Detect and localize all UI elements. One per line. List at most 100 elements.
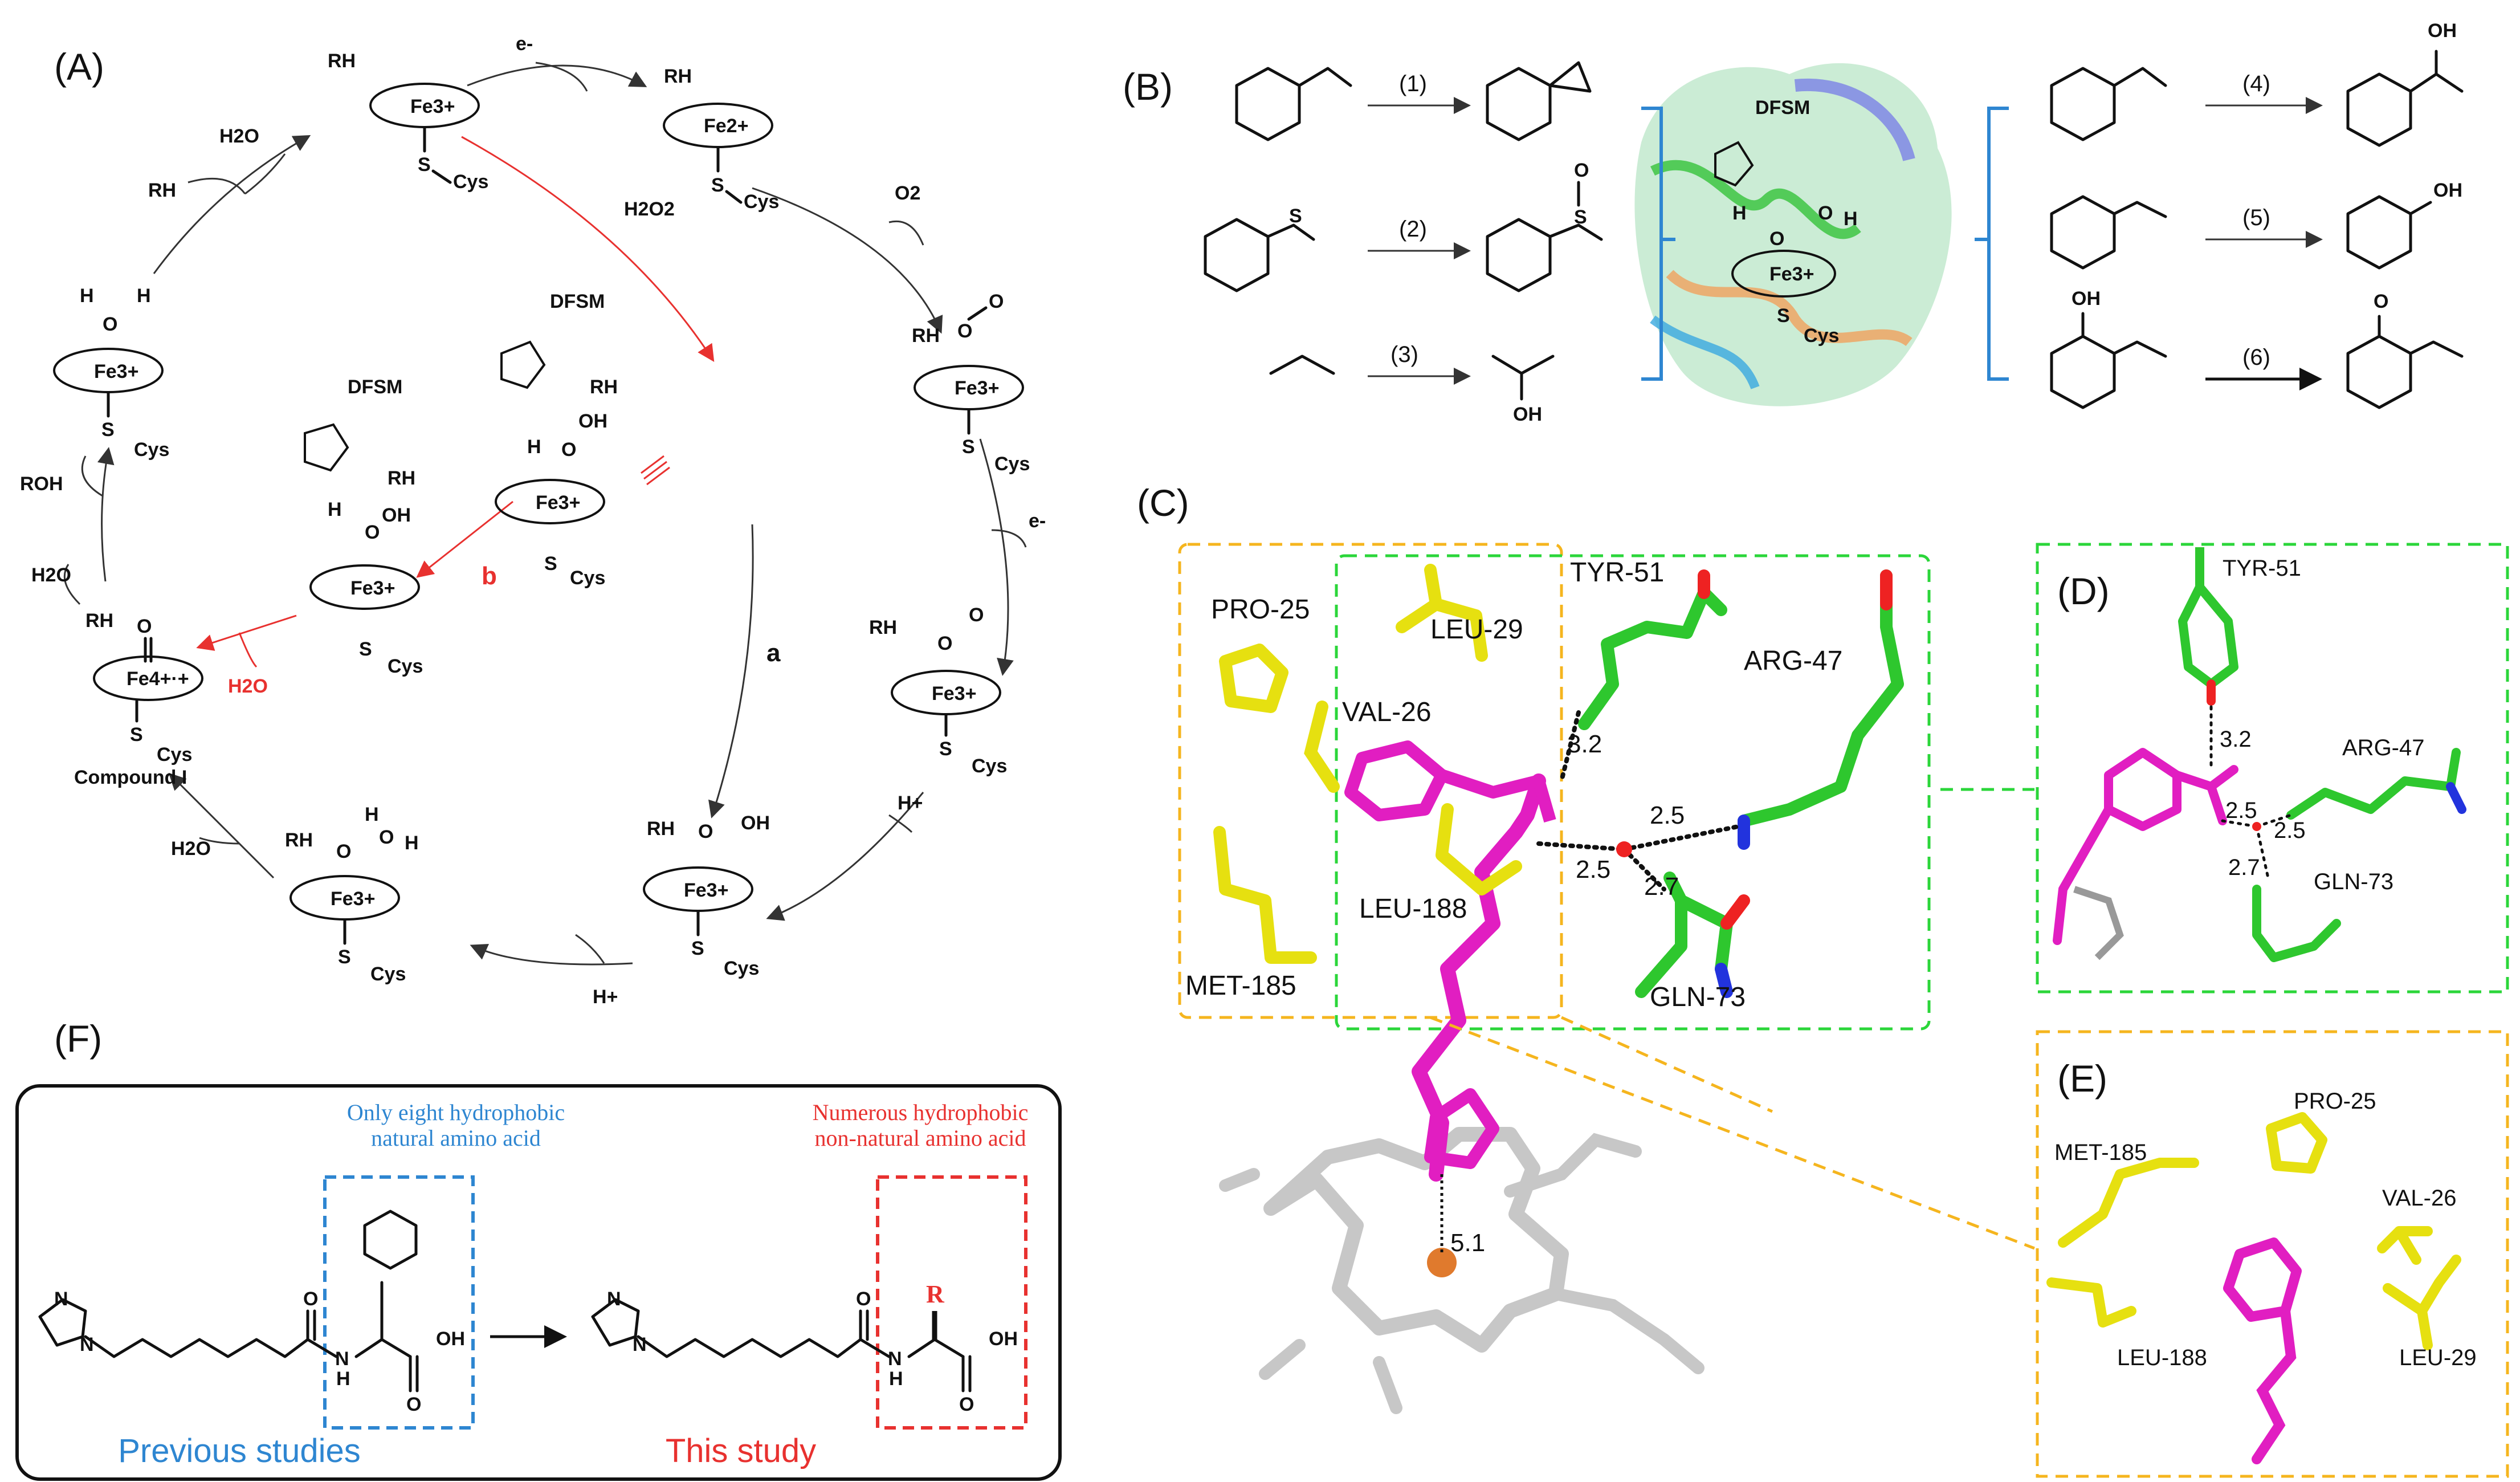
h2o-in-arrow xyxy=(63,564,81,605)
h2o2-shunt-arrow xyxy=(461,136,715,363)
panel-d: (D) TYR-51 ARG-47 GLN-73 3.2 2.5 2.5 2.7 xyxy=(2036,543,2509,994)
fe-label: Fe3+ xyxy=(1769,263,1814,285)
heme-oxonium: RH O H O H Fe3+ S Cys xyxy=(285,804,419,985)
bracket-right xyxy=(1987,107,2009,381)
o2-arrow xyxy=(888,220,924,246)
o-label: O xyxy=(698,821,713,842)
this-study-molecule: N N O N H R O OH xyxy=(591,1280,1018,1415)
o-label: O xyxy=(103,314,117,335)
panel-c: (C) xyxy=(1137,482,2035,1414)
roh-label: ROH xyxy=(20,473,63,495)
cys-label: Cys xyxy=(972,755,1007,777)
path-b-arrow xyxy=(416,500,513,578)
previous-studies-label: Previous studies xyxy=(118,1432,361,1469)
residue-label: ARG-47 xyxy=(2342,735,2425,760)
path-a-arrow xyxy=(708,524,754,819)
cys-label: Cys xyxy=(994,453,1030,475)
reaction-3-label: (3) xyxy=(1391,342,1418,367)
rh-label: RH xyxy=(388,467,415,489)
o-label: O xyxy=(969,604,984,626)
s-atom: S xyxy=(1289,205,1302,227)
o-label: O xyxy=(137,616,152,637)
polar-box xyxy=(1335,554,1931,1031)
cys-label: Cys xyxy=(134,439,169,461)
guaiacol-radical xyxy=(2346,335,2412,409)
blue-note-line-2: natural amino acid xyxy=(371,1125,541,1151)
cys-label: Cys xyxy=(370,963,406,985)
o-label: O xyxy=(1818,202,1833,224)
rh-label: RH xyxy=(328,50,356,72)
dfsm-complex: Fe3+ DFSM RH H O OH S Cys xyxy=(495,291,670,589)
cycle-arrow-6 xyxy=(168,772,275,879)
d-arg-47 xyxy=(2286,748,2461,820)
distance-label: 2.5 xyxy=(1576,856,1610,883)
residue-label: GLN-73 xyxy=(1650,982,1746,1012)
o-atom: O xyxy=(856,1288,871,1310)
previous-molecule: N N O N H O OH xyxy=(38,1210,465,1415)
cys-label: Cys xyxy=(724,958,759,979)
oh-label: OH xyxy=(578,410,607,432)
path-b-label: b xyxy=(482,562,497,590)
red-note-line-1: Numerous hydrophobic xyxy=(813,1100,1029,1125)
o-atom: O xyxy=(406,1394,421,1415)
e-val-26 xyxy=(2377,1226,2433,1265)
e-minus-label: e- xyxy=(516,33,533,55)
h-plus-arrow-2 xyxy=(575,934,605,964)
s-label: S xyxy=(418,154,431,176)
r-group: R xyxy=(926,1280,945,1308)
panel-a-label: (A) xyxy=(54,46,104,88)
e-pro-25 xyxy=(2266,1112,2327,1174)
h-plus-label: H+ xyxy=(898,792,923,814)
styrene-oxide xyxy=(1486,67,1552,141)
panel-e: (E) PRO-25 MET-185 VAL-26 LEU-188 LEU-29 xyxy=(2036,1030,2509,1478)
o-atom: O xyxy=(1574,160,1589,181)
s-atom: S xyxy=(1574,206,1587,228)
panel-a: (A) RH Fe3+ S Cys xyxy=(20,33,1046,1008)
e-minus-arrow xyxy=(535,62,588,92)
rh-label: RH xyxy=(647,818,675,840)
heme-aqua: H O H Fe3+ S Cys xyxy=(53,285,169,461)
n-atom: N xyxy=(54,1288,68,1310)
o-label: O xyxy=(957,320,972,342)
s-label: S xyxy=(359,638,372,660)
blue-note-line-1: Only eight hydrophobic xyxy=(347,1100,565,1125)
o-atom: O xyxy=(303,1288,318,1310)
o2-label: O2 xyxy=(895,182,920,204)
e-leu-188 xyxy=(2046,1277,2136,1328)
h-plus-arrow xyxy=(888,814,913,833)
h-plus-label-2: H+ xyxy=(593,986,618,1008)
propane xyxy=(1269,355,1335,375)
panel-d-box xyxy=(2036,543,2509,994)
d-gln-73 xyxy=(2252,885,2341,962)
distance-label: 2.5 xyxy=(2274,818,2306,843)
residue-label: VAL-26 xyxy=(2382,1186,2456,1211)
fe-label: Fe2+ xyxy=(704,115,748,137)
e-ligand xyxy=(2223,1237,2302,1322)
s-label: S xyxy=(544,553,557,575)
reaction-6-label: (6) xyxy=(2242,345,2270,370)
distance-label: 2.7 xyxy=(1644,873,1679,901)
compound-i: RH O Fe4+·+ S Cys Compound I xyxy=(74,610,203,788)
panel-d-label: (D) xyxy=(2057,570,2110,612)
reaction-4-label: (4) xyxy=(2242,71,2270,96)
fe-label: Fe3+ xyxy=(94,361,138,382)
n-atom: N xyxy=(335,1348,349,1370)
phe-box xyxy=(323,1175,475,1430)
enzyme-inset: Fe3+ DFSM H O O H S Cys xyxy=(1634,63,1952,406)
o-label: O xyxy=(365,522,380,543)
distance-label: 2.5 xyxy=(2225,798,2257,823)
e-minus-label-2: e- xyxy=(1029,510,1046,532)
styrene xyxy=(1235,67,1301,141)
o-label: O xyxy=(989,291,1004,312)
h2o-red-arrow xyxy=(238,632,258,668)
h-label: H xyxy=(137,285,151,307)
oh-atom: OH xyxy=(2428,20,2457,42)
o-atom: O xyxy=(959,1394,974,1415)
reaction-5-label: (5) xyxy=(2242,205,2270,230)
fe-label: Fe3+ xyxy=(536,492,580,514)
leu-188 xyxy=(1436,803,1522,895)
heme-hydroperoxo: RH O OH Fe3+ S Cys xyxy=(643,812,770,979)
residue-label: LEU-29 xyxy=(2399,1345,2477,1370)
cycle-arrow-2 xyxy=(752,187,943,334)
